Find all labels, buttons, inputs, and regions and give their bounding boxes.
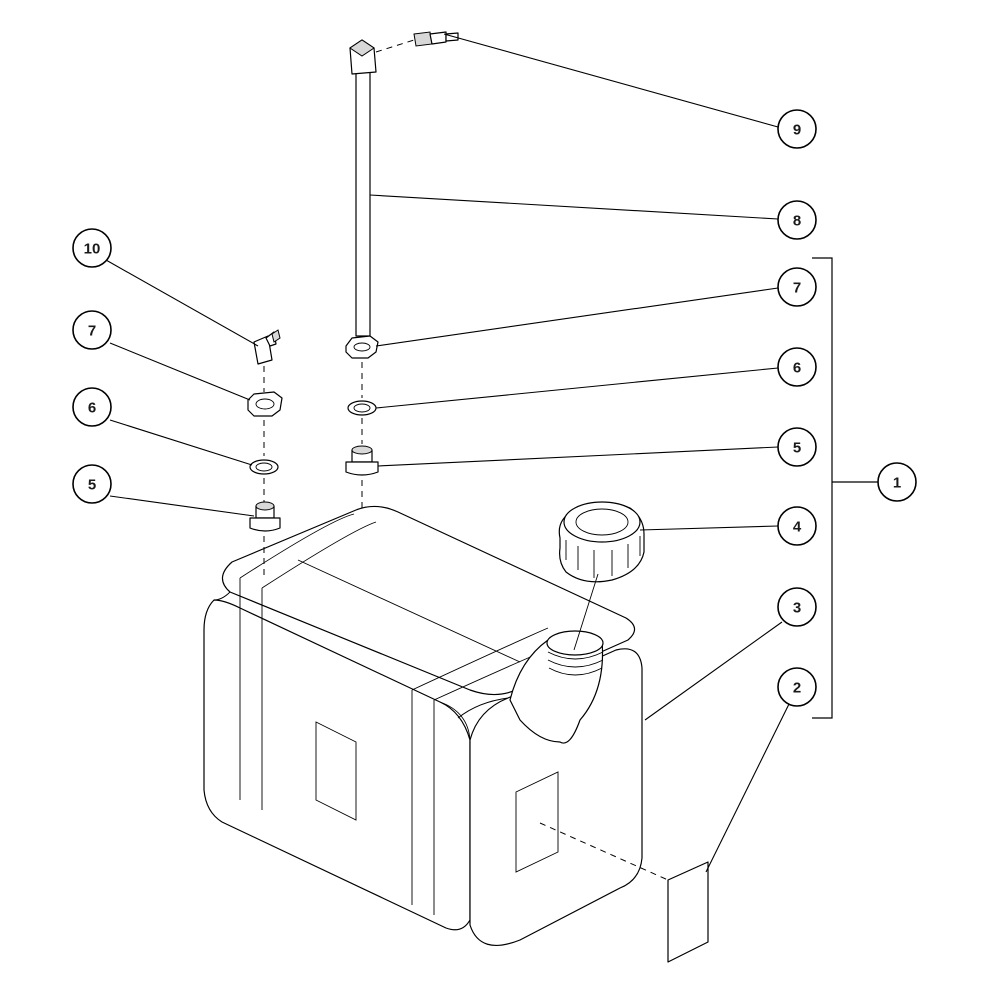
- svg-text:5: 5: [793, 440, 801, 457]
- callout-6-right: 6: [777, 347, 817, 387]
- svg-text:6: 6: [793, 360, 801, 377]
- left-fitting-stack: [247, 329, 283, 580]
- svg-text:7: 7: [88, 323, 96, 340]
- svg-text:4: 4: [793, 519, 802, 536]
- tank-right-face: [469, 648, 643, 947]
- left-washer: [249, 459, 279, 475]
- left-elbow-fitting: [253, 329, 281, 365]
- svg-text:8: 8: [793, 213, 801, 230]
- tank: [203, 505, 643, 947]
- svg-text:10: 10: [84, 241, 101, 258]
- tank-label-recess-right: [515, 771, 559, 873]
- svg-text:5: 5: [88, 477, 96, 494]
- callout-1: 1: [877, 462, 917, 502]
- svg-text:3: 3: [793, 600, 801, 617]
- hose-barb-fitting: [413, 31, 459, 47]
- leader-lines: [105, 33, 791, 873]
- tank-band-right: [411, 690, 435, 915]
- callout-7-left: 7: [72, 310, 112, 350]
- callout-7-right: 7: [777, 267, 817, 307]
- tank-filler-neck: [509, 639, 604, 744]
- tank-band-left: [239, 578, 263, 810]
- cap-tether: [573, 573, 599, 651]
- left-nut: [247, 391, 283, 417]
- callout-3: 3: [777, 587, 817, 627]
- callout-5-right: 5: [777, 427, 817, 467]
- decal: [539, 822, 709, 963]
- left-bushing: [249, 501, 281, 532]
- svg-text:1: 1: [893, 475, 901, 492]
- filler-cap: [558, 501, 645, 651]
- right-fitting-stack: [345, 31, 459, 512]
- callout-8: 8: [777, 200, 817, 240]
- right-bushing: [345, 445, 379, 476]
- callout-2: 2: [777, 667, 817, 707]
- svg-text:7: 7: [793, 280, 801, 297]
- callout-10: 10: [72, 228, 112, 268]
- callout-5-left: 5: [72, 464, 112, 504]
- svg-text:9: 9: [793, 122, 801, 139]
- tank-label-recess-left: [315, 721, 357, 821]
- assembly-bracket: [812, 257, 878, 719]
- tank-top-face: [221, 505, 636, 696]
- pickup-tube: [355, 71, 371, 337]
- right-nut: [345, 335, 379, 359]
- right-washer: [347, 400, 377, 416]
- tank-filler-neck-rim: [546, 630, 604, 656]
- svg-text:6: 6: [88, 400, 96, 417]
- callout-9: 9: [777, 109, 817, 149]
- svg-text:2: 2: [793, 680, 801, 697]
- callout-6-left: 6: [72, 387, 112, 427]
- callout-4: 4: [777, 506, 817, 546]
